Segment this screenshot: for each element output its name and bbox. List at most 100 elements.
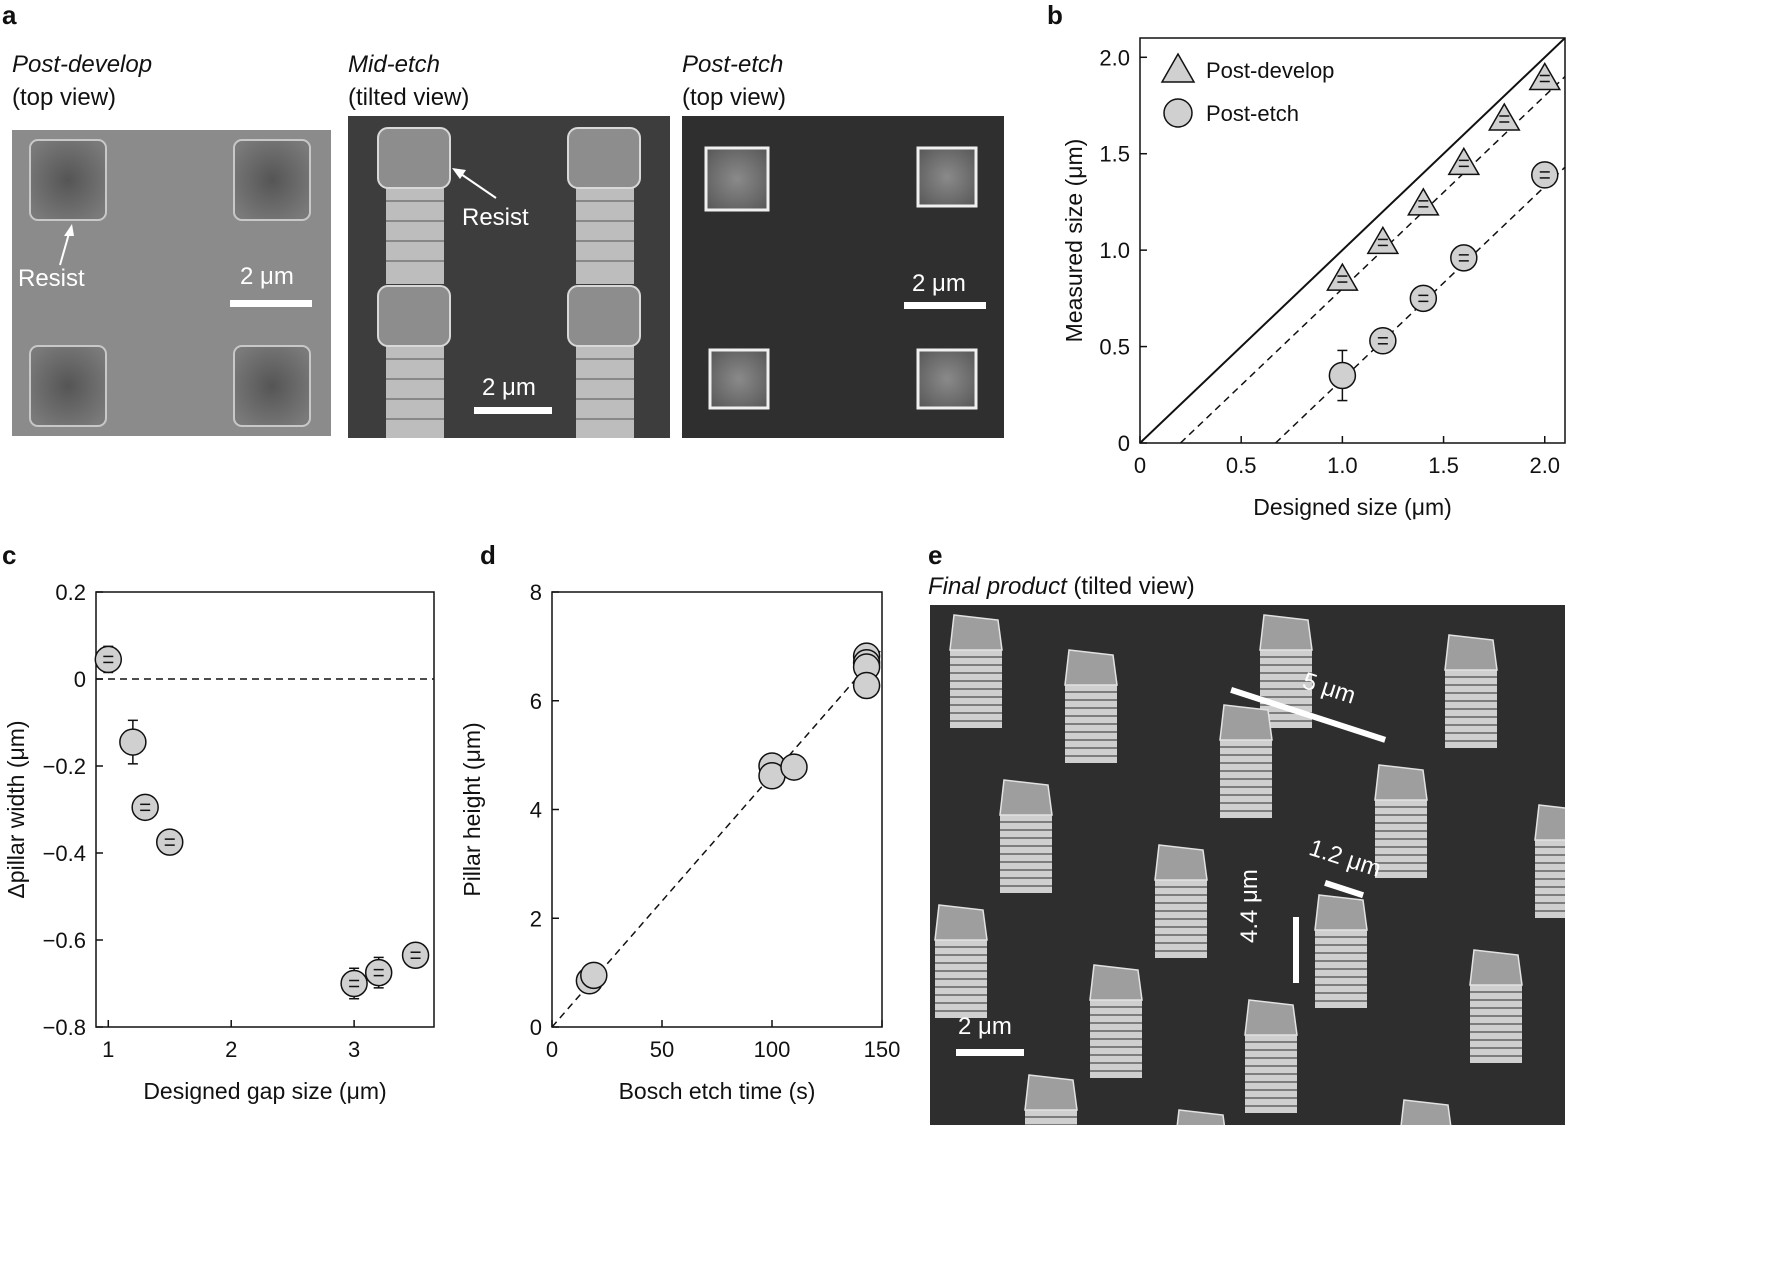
data-point-circle [780,753,808,781]
panel-label-b: b [1047,0,1063,30]
x-tick-label: 50 [650,1037,674,1062]
pillar-top [1064,649,1118,686]
y-tick-label: 0 [1118,431,1130,456]
height-bar [1293,917,1299,983]
pillar [1089,964,1143,1078]
pillar [1534,804,1565,918]
data-point-circle [364,958,393,987]
data-point-circle [1369,327,1397,355]
sem-image-post-etch: 2 μm [682,116,1004,438]
pillar [1374,764,1428,878]
pillar-top [1534,804,1565,841]
y-tick-label: 2 [530,906,542,931]
y-tick-label: −0.4 [43,841,86,866]
x-tick-label: 3 [348,1037,360,1062]
pillar [1024,1074,1078,1125]
caption-mid-etch: Mid-etch (tilted view) [348,48,469,114]
pillar-top [1244,999,1298,1036]
scalebar [230,300,312,307]
scalebar-label: 2 μm [482,374,536,401]
pillar [999,779,1053,893]
x-axis-label: Bosch etch time (s) [619,1078,816,1104]
legend-marker-triangle [1160,52,1196,83]
y-tick-label: 8 [530,580,542,605]
panel-label-d: d [480,540,496,570]
caption-subtitle: (tilted view) [348,84,470,111]
y-tick-label: 1.5 [1099,142,1130,167]
y-tick-label: 4 [530,798,542,823]
x-tick-label: 1 [102,1037,114,1062]
legend-label: Post-etch [1206,101,1299,126]
y-tick-label: 0.5 [1099,335,1130,360]
data-point-circle [1328,361,1357,390]
y-tick-label: 0 [530,1015,542,1040]
panel-label-e: e [928,540,943,570]
pillar [1154,844,1208,958]
pillar-top [999,779,1053,816]
data-point-triangle [1366,225,1400,255]
scalebar [956,1049,1024,1056]
y-tick-label: 0.2 [55,580,86,605]
pillar [1219,704,1273,818]
identity-line [1140,38,1565,443]
legend-marker-circle [1163,98,1193,128]
pillar-array-graphic [934,614,1565,1125]
sem-post-etch-graphic [704,146,978,410]
pillar-top [1259,614,1313,651]
x-tick-label: 2 [225,1037,237,1062]
data-point-triangle [1326,262,1359,291]
pillar-top [1444,634,1498,671]
pillar-top [1219,704,1273,741]
y-axis-label: Measured size (μm) [1061,139,1087,343]
x-tick-label: 0.5 [1226,453,1257,478]
caption-subtitle: (tilted view) [1073,573,1195,600]
data-point-circle [852,671,881,700]
plot-frame [1139,37,1566,444]
pillar [1244,999,1298,1113]
data-point-triangle [1407,187,1440,216]
data-point-triangle [1528,61,1562,91]
reference-lines [1140,38,1565,443]
pillar-top [1469,949,1523,986]
x-axis-label: Designed size (μm) [1253,494,1452,520]
resist-label: Resist [18,265,85,292]
caption-title: Final product [928,573,1067,600]
y-tick-label: −0.8 [43,1015,86,1040]
pillar-top [1314,894,1368,931]
scalebar [474,407,552,414]
panel-label-a: a [2,0,17,30]
x-tick-label: 1.5 [1428,453,1459,478]
pillar [934,904,988,1018]
caption-title: Post-develop [12,51,153,78]
height-label: 4.4 μm [1236,869,1263,943]
caption-final-product: Final product (tilted view) [928,570,1195,603]
caption-subtitle: (top view) [682,84,787,111]
y-tick-label: 0 [74,667,86,692]
y-tick-label: 6 [530,689,542,714]
data-point-triangle [1447,146,1481,176]
data-point-circle [1450,244,1478,272]
caption-post-develop: Post-develop (top view) [12,48,152,114]
pillar-tops [704,146,978,410]
sem-mid-etch-graphic [377,127,641,438]
pillar-top [1176,1109,1226,1125]
x-tick-label: 1.0 [1327,453,1358,478]
pillar-top [1154,844,1208,881]
pillar-top [949,614,1003,651]
data-point-triangle [1487,102,1521,131]
caption-title: Mid-etch [348,51,441,78]
pillars [377,127,641,438]
y-axis-label: Δpillar width (μm) [3,720,29,898]
x-tick-label: 0 [546,1037,558,1062]
caption-title: Post-etch [682,51,784,78]
plot-frame [551,591,883,1028]
x-tick-label: 2.0 [1529,453,1560,478]
scalebar-label: 2 μm [912,270,966,297]
caption-post-etch: Post-etch (top view) [682,48,786,114]
y-tick-label: −0.2 [43,754,86,779]
data-point-circle [580,961,608,990]
sem-image-mid-etch: Resist 2 μm [348,116,670,438]
